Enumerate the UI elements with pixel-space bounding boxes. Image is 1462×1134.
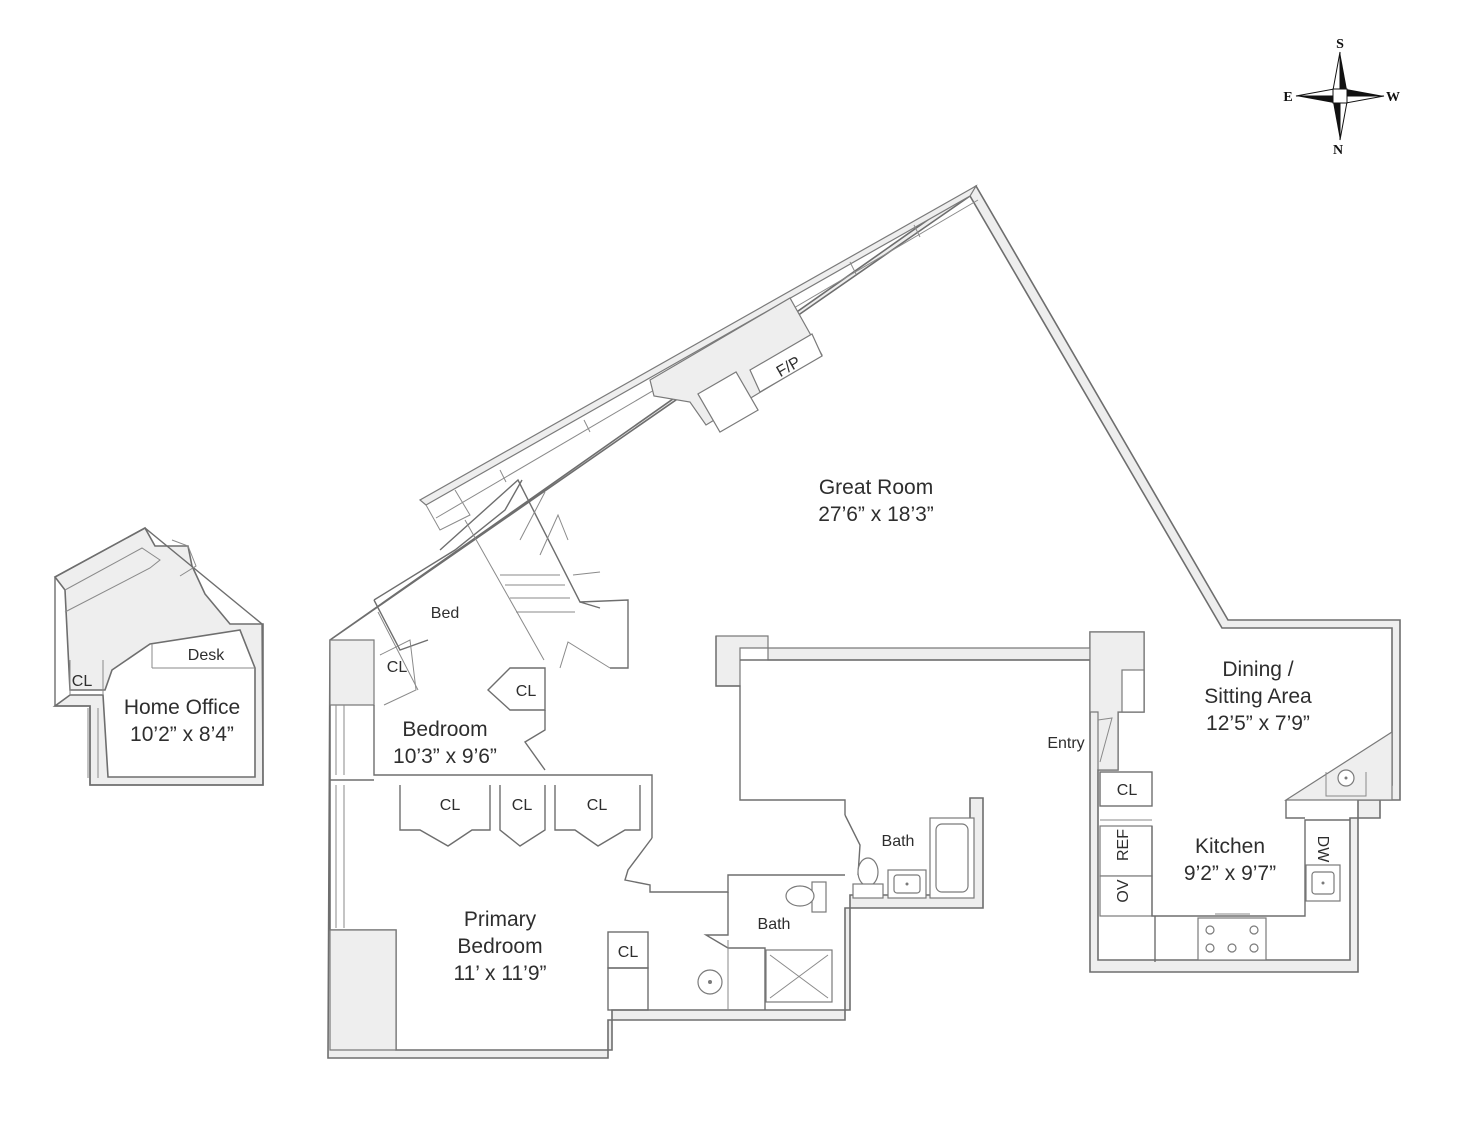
home-office-name: Home Office	[124, 696, 240, 719]
compass-rose-icon: S N E W	[1283, 37, 1400, 158]
compass-north-label: N	[1333, 143, 1343, 158]
bedroom-name: Bedroom	[402, 718, 487, 741]
kitchen-closet-label: CL	[1117, 782, 1138, 799]
dishwasher-label: DW	[1314, 836, 1331, 864]
dining-dims: 12’5” x 7’9”	[1206, 712, 1310, 735]
dining-name-1: Dining /	[1222, 658, 1293, 681]
great-room-name: Great Room	[819, 476, 933, 499]
bed-label: Bed	[431, 605, 459, 622]
primary-closet-2-label: CL	[512, 797, 533, 814]
home-office-dims: 10’2” x 8’4”	[130, 723, 234, 746]
kitchen-name: Kitchen	[1195, 835, 1265, 858]
second-bath-label: Bath	[882, 833, 915, 850]
dining-name-2: Sitting Area	[1204, 685, 1312, 708]
primary-bedroom-name-2: Bedroom	[457, 935, 542, 958]
primary-closet-3-label: CL	[587, 797, 608, 814]
home-office-walls	[52, 526, 264, 786]
exterior-walls	[327, 184, 1401, 1059]
primary-bath-label: Bath	[758, 916, 791, 933]
home-office-plan: CL Desk Home Office 10’2” x 8’4”	[52, 526, 264, 786]
kitchen-dims: 9’2” x 9’7”	[1184, 862, 1276, 885]
main-apartment-plan: F/P Bed CL CL Bedroom 10’3” x 9’6”	[327, 184, 1401, 1059]
oven-label: OV	[1115, 879, 1132, 902]
desk-label: Desk	[188, 647, 225, 664]
compass-south-label: S	[1336, 37, 1344, 52]
bedroom-dims: 10’3” x 9’6”	[393, 745, 497, 768]
bedroom-closet-label: CL	[516, 683, 537, 700]
bed-closet-label: CL	[387, 659, 408, 676]
home-office-closet-label: CL	[72, 673, 93, 690]
primary-bedroom-closet-label: CL	[618, 944, 639, 961]
compass-east-label: E	[1283, 90, 1292, 105]
entry-label: Entry	[1047, 735, 1084, 752]
primary-bedroom-dims: 11’ x 11’9”	[454, 962, 547, 985]
primary-closet-1-label: CL	[440, 797, 461, 814]
primary-bedroom-name-1: Primary	[464, 908, 537, 931]
compass-west-label: W	[1386, 90, 1400, 105]
refrigerator-label: REF	[1115, 829, 1132, 861]
great-room-dims: 27’6” x 18’3”	[818, 503, 934, 526]
north-window-wall	[418, 184, 978, 506]
